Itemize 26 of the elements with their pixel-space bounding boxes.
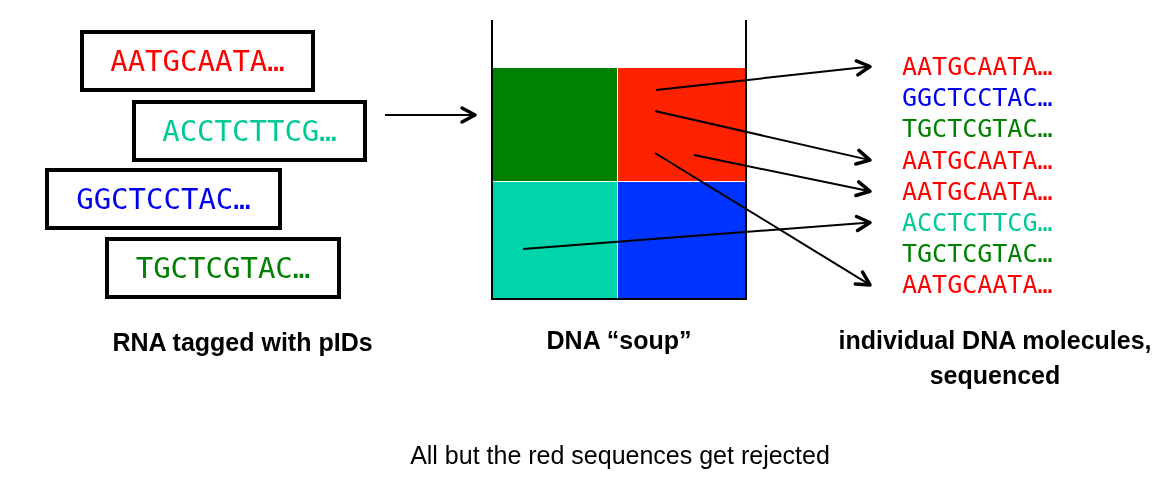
sequence-read: GGCTCCTAC… [902,82,1053,114]
sequence-text: TGCTCGTAC… [135,253,311,283]
sequence-read: AATGCAATA… [902,175,1053,207]
sequence-read: ACCTCTTCG… [902,207,1053,238]
sequence-read: TGCTCGTAC… [902,113,1053,145]
sequence-box [132,100,367,162]
sequence-read: TGCTCGTAC… [902,238,1053,270]
arrow [654,110,872,166]
arrow [654,152,872,287]
sequence-box [45,168,282,230]
sequence-read: AATGCAATA… [902,144,1053,176]
arrow [522,214,872,250]
sequence-read: AATGCAATA… [902,269,1053,301]
container-label: DNA “soup” [546,328,692,353]
sequence-text: GGCTCCTAC… [76,184,251,214]
sequence-text: ACCTCTTCG… [162,116,337,146]
arrow [655,59,872,91]
sequence-box [105,237,341,299]
sequence-text: AATGCAATA… [110,46,285,76]
arrow [693,154,872,198]
group-label: RNA tagged with pIDs [111,330,374,355]
group-label: individual DNA molecules, sequenced [837,325,1153,391]
caption: All but the red sequences get rejected [409,443,831,468]
sequence-read: AATGCAATA… [902,51,1053,82]
sequence-box [80,30,315,92]
arrow [384,106,477,124]
